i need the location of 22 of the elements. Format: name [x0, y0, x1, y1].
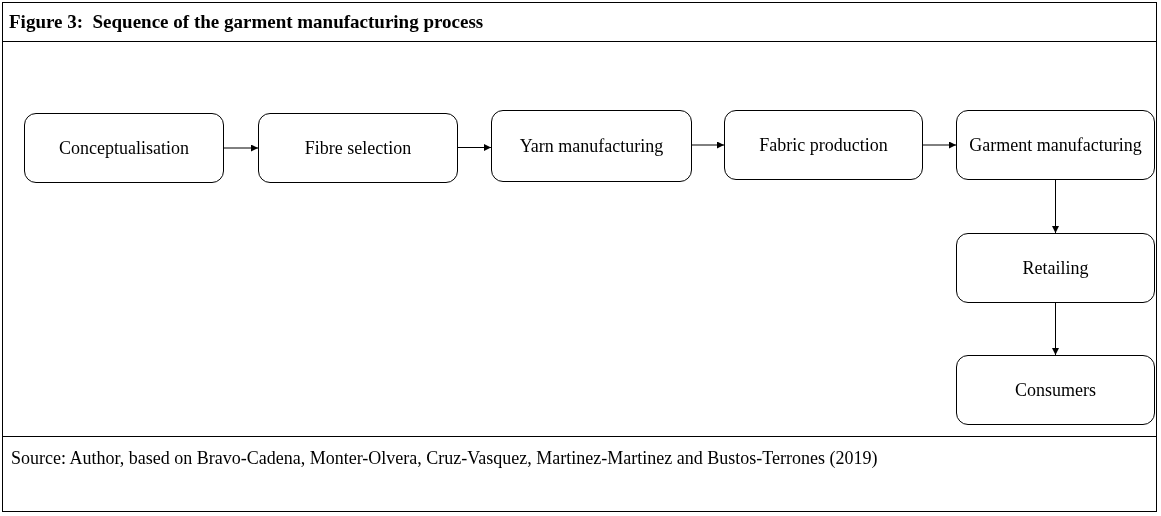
figure-title: Figure 3: Sequence of the garment manufacturing process — [9, 11, 484, 33]
process-box — [724, 110, 923, 180]
process-box — [491, 110, 692, 182]
step-label: Fabric production — [759, 134, 888, 156]
step-label: Garment manufacturing — [969, 134, 1142, 156]
process-box — [258, 113, 458, 183]
step-label: Consumers — [1015, 379, 1096, 401]
process-box — [956, 233, 1155, 303]
step-label: Yarn manufacturing — [519, 135, 664, 157]
step-label: Conceptualisation — [59, 137, 189, 159]
arrow — [922, 141, 957, 149]
source-caption: Source: Author, based on Bravo-Cadena, Monter-Olvera, Cruz-Vasquez, Martinez-Martinez and Bustos-Terrones (2019) — [11, 447, 879, 470]
arrow — [223, 144, 259, 152]
step-label: Retailing — [1022, 257, 1089, 279]
step-label: Fibre selection — [304, 137, 412, 159]
arrow — [1052, 302, 1059, 356]
arrow — [691, 141, 725, 149]
arrow — [457, 144, 492, 151]
process-box — [956, 355, 1155, 425]
process-box — [956, 110, 1155, 180]
process-box — [24, 113, 224, 183]
arrow — [1052, 179, 1059, 234]
